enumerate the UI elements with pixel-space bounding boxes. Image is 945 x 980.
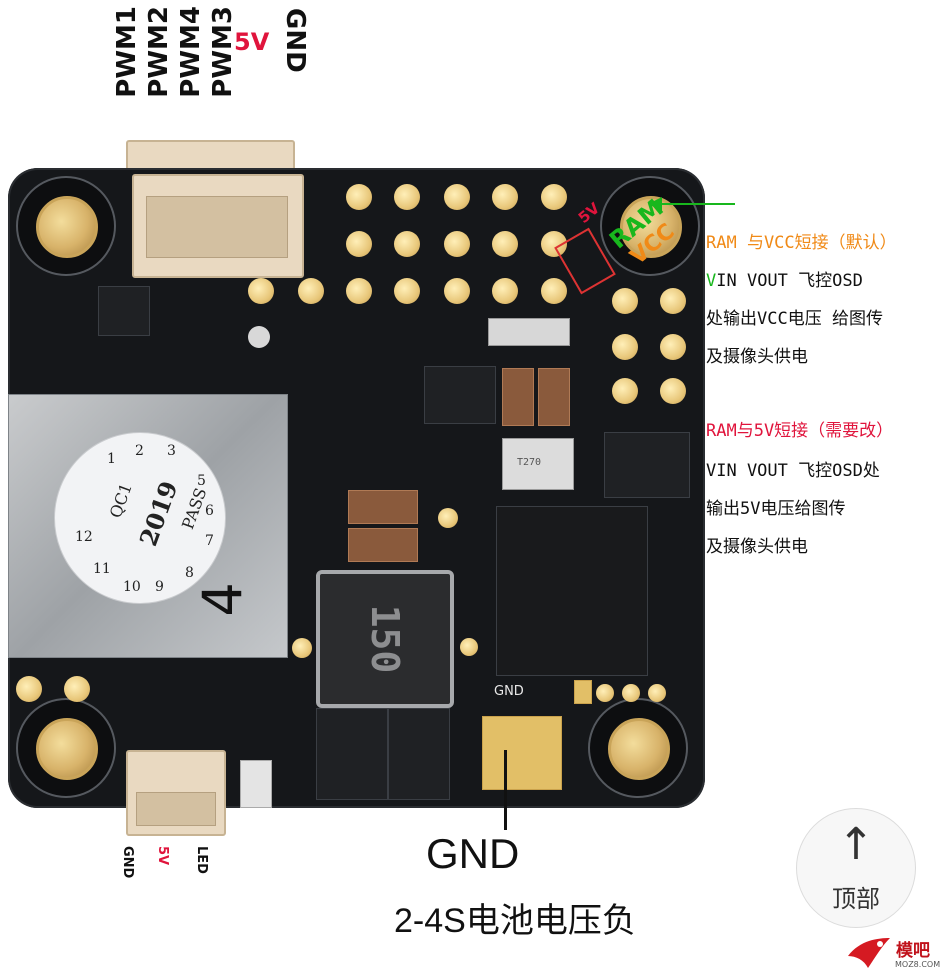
capacitor-4 [538,368,570,426]
jumper-label-5v: 5V [574,199,604,227]
pin-label-gnd: GND [280,8,310,73]
mount-hole-top-left [16,176,116,276]
mount-hole-bottom-right [588,698,688,798]
bottom-label-gnd: GND [120,846,135,879]
note-option1-title: RAM 与VCC短接（默认） [706,233,897,253]
logo-name: 模吧 [896,941,930,961]
logo-url: MOZ8.COM [895,960,941,969]
pin-label-pwm1: PWM1 [112,6,142,98]
flight-controller-board: 5V RAM VCC QC1 2019 PASS 1 2 3 5 6 7 8 9… [8,168,705,836]
gnd-pad [482,716,562,790]
back-to-top-button[interactable]: ↑ 顶部 [796,808,916,928]
inductor: 150 [316,570,454,708]
power-mosfet-1 [316,708,388,800]
note-option1-line2: 处输出VCC电压 给图传 [706,309,883,329]
battery-negative-label: 2-4S电池电压负 [394,902,636,940]
pin-label-pwm2: PWM2 [144,6,174,98]
pin-label-pwm3: PWM3 [208,6,238,98]
led-connector [126,750,226,836]
note-option2-title: RAM与5V短接（需要改） [706,421,894,441]
up-arrow-icon: ↑ [837,819,875,870]
back-to-top-label: 顶部 [832,885,880,913]
bottom-label-led: LED [194,846,209,874]
note-option1-line1: VIN VOUT 飞控OSD [706,271,863,291]
sensor-chip [604,432,690,498]
mount-hole-bottom-left [16,698,116,798]
gnd-callout-line [504,750,507,830]
note-option1-line3: 及摄像头供电 [706,347,808,367]
bottom-label-5v: 5V [155,846,170,866]
mount-hole-top-right [600,176,700,276]
pwm-connector [132,174,304,278]
green-arrow-icon [648,197,735,211]
note-option2-line1: VIN VOUT 飞控OSD处 [706,461,880,481]
bird-logo-icon [848,938,890,968]
capacitor-3 [502,368,534,426]
gnd-callout-label: GND [426,830,520,877]
pin-label-5v: 5V [234,28,270,56]
top-pin-labels: PWM1 PWM2 PWM4 PWM3 5V GND [108,0,318,100]
note-option2-line2: 输出5V电压给图传 [706,499,846,519]
note-option2-line3: 及摄像头供电 [706,537,808,557]
capacitor-2 [348,528,418,562]
pin-label-pwm4: PWM4 [176,6,206,98]
mosfet-chip [424,366,496,424]
osd-ic [496,506,648,676]
site-logo: 模吧 MOZ8.COM [840,930,940,976]
regulator-chip [98,286,150,336]
capacitor-1 [348,490,418,524]
qc-pass-sticker: QC1 2019 PASS 1 2 3 5 6 7 8 9 10 11 12 [54,432,226,604]
crystal: T270 [502,438,574,490]
diode [488,318,570,346]
gnd-silk-label: GND [494,684,524,699]
small-gold-pad [574,680,592,704]
sd-card-number: 4 [191,582,255,617]
bottom-capacitor [240,760,272,808]
power-mosfet-2 [388,708,450,800]
